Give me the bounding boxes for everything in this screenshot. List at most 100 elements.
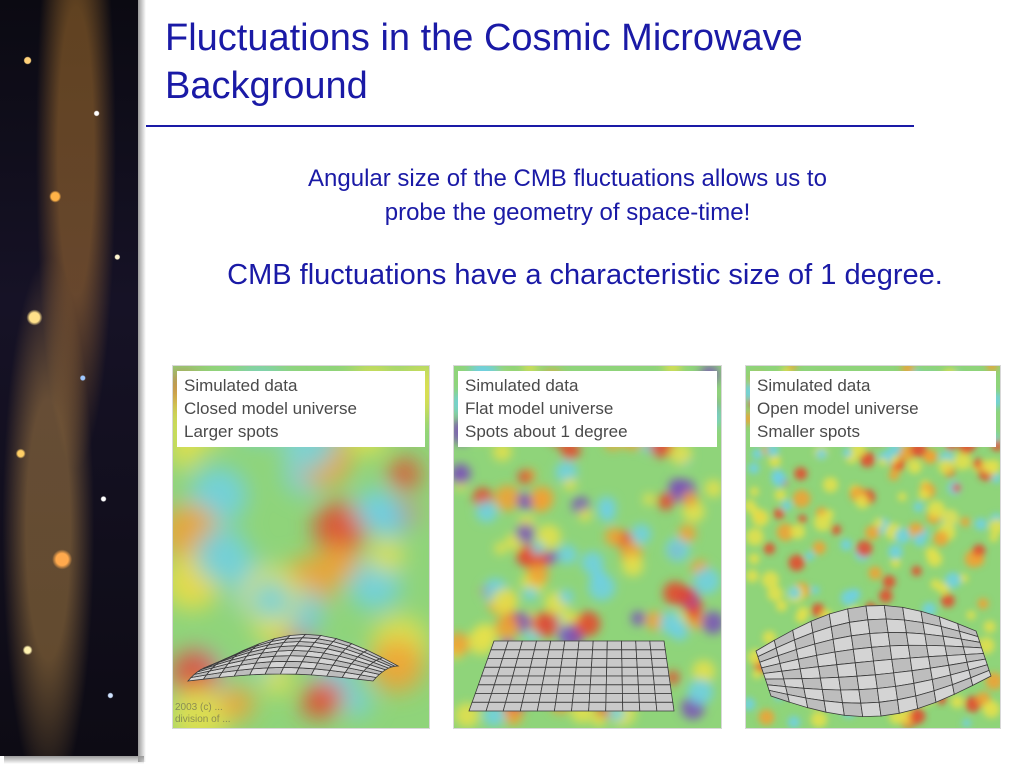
fluctuation-spot [590,568,607,585]
panel-caption: Simulated data Open model universe Small… [750,371,996,447]
surface-mesh-cell [576,649,594,659]
fluctuation-spot [668,478,686,496]
fluctuation-spot [748,553,760,565]
fluctuation-spot [516,550,530,564]
surface-mesh-cell [560,658,578,668]
surface-mesh-cell [924,633,946,647]
caption-line: Flat model universe [465,399,614,418]
fluctuation-spot [897,492,907,502]
subtitle-line-1: Angular size of the CMB fluctuations all… [308,165,827,192]
fluctuation-spot [751,509,770,527]
starfield-decoration [0,0,138,756]
surface-mesh-cell [944,645,966,657]
fluctuation-spot [879,589,893,603]
surface-mesh-cell [474,684,495,694]
fluctuation-spot [746,528,764,546]
fluctuation-spot [354,488,397,531]
surface-mesh-cell [606,649,623,659]
surface-mesh-cell [588,701,607,712]
fluctuation-spot [659,611,684,635]
open-universe-panel: Simulated data Open model universe Small… [746,366,1000,728]
fluctuation-spot [494,542,507,555]
fluctuation-spot [763,542,776,555]
surface-mesh-cell [555,693,574,703]
surface-mesh-cell [468,701,490,712]
surface-mesh-cell [799,666,821,680]
surface-mesh-cell [575,658,593,668]
fluctuation-spot [945,572,962,589]
caption-line: Simulated data [465,376,579,395]
fluctuation-spot [909,708,926,725]
surface-mesh-cell [519,640,538,651]
surface-mesh-cell [622,701,641,712]
caption-line: Open model universe [757,399,919,418]
fluctuation-spot [775,600,788,612]
surface-mesh-cell [548,640,566,651]
surface-mesh-cell [836,662,858,678]
caption-line: Spots about 1 degree [465,422,628,441]
surface-mesh-cell [650,649,667,659]
surface-mesh-cell [592,640,608,651]
surface-mesh-cell [559,666,577,677]
fluctuation-spot [622,554,644,577]
slide-title: Fluctuations in the Cosmic Microwave Bac… [165,14,925,110]
surface-mesh-cell [635,640,652,651]
surface-mesh-cell [571,701,590,712]
fluctuation-spot [768,454,781,468]
surface-mesh-cell [638,701,658,712]
surface-mesh-cell [605,675,623,686]
fluctuation-spot [693,567,721,595]
fluctuation-spot [888,544,903,560]
caption-line: Simulated data [184,376,298,395]
surface-mesh-cell [883,605,905,621]
fluctuation-spot [751,448,763,460]
fluctuation-spot [752,669,762,679]
surface-mesh-cell [591,649,608,659]
fluctuation-spot [980,459,994,473]
fluctuation-spot [831,524,842,535]
fluctuation-spot [927,500,945,518]
fluctuation-spot [194,528,250,584]
surface-mesh-cell [499,658,519,668]
fluctuation-spot [918,488,930,500]
surface-mesh-cell [577,640,594,651]
subtitle-line-2: probe the geometry of space-time! [384,199,751,226]
fluctuation-spot [941,593,955,608]
surface-mesh-cell [637,675,655,686]
fluctuation-spot [941,509,959,527]
surface-mesh-cell [834,648,856,666]
surface-mesh-cell [651,658,669,668]
surface-mesh-cell [523,684,543,694]
fluctuation-spot [927,551,943,567]
fluctuation-spot [665,537,690,562]
caption-line: Closed model universe [184,399,357,418]
fluctuation-spot [597,496,617,516]
fluctuation-spot [811,585,820,595]
surface-mesh-cell [621,649,638,659]
fluctuation-spot [856,540,873,557]
fluctuation-spot [687,679,714,705]
surface-mesh-cell [516,649,536,659]
fluctuation-spot [504,707,523,726]
fluctuation-spot [966,610,976,620]
caption-line: Smaller spots [757,422,860,441]
credit-line: 2003 (c) ... [175,702,223,713]
fluctuation-spot [973,554,985,566]
fluctuation-spot [805,551,815,561]
fluctuation-spot [492,588,518,615]
open-geometry-surface [755,605,992,718]
fluctuation-spot [952,483,961,493]
fluctuation-spot [219,686,254,721]
surface-mesh-cell [606,640,623,651]
surface-mesh-cell [621,684,640,694]
fluctuation-spot [557,544,578,565]
fluctuation-spot [631,611,646,626]
surface-mesh-cell [842,702,864,718]
surface-mesh-cell [636,658,653,668]
fluctuation-spot [959,573,969,583]
surface-mesh-cell [606,666,623,677]
surface-mesh-cell [571,693,591,703]
fluctuation-spot [475,500,498,523]
fluctuation-spot [977,598,989,610]
fluctuation-spot [678,524,697,543]
